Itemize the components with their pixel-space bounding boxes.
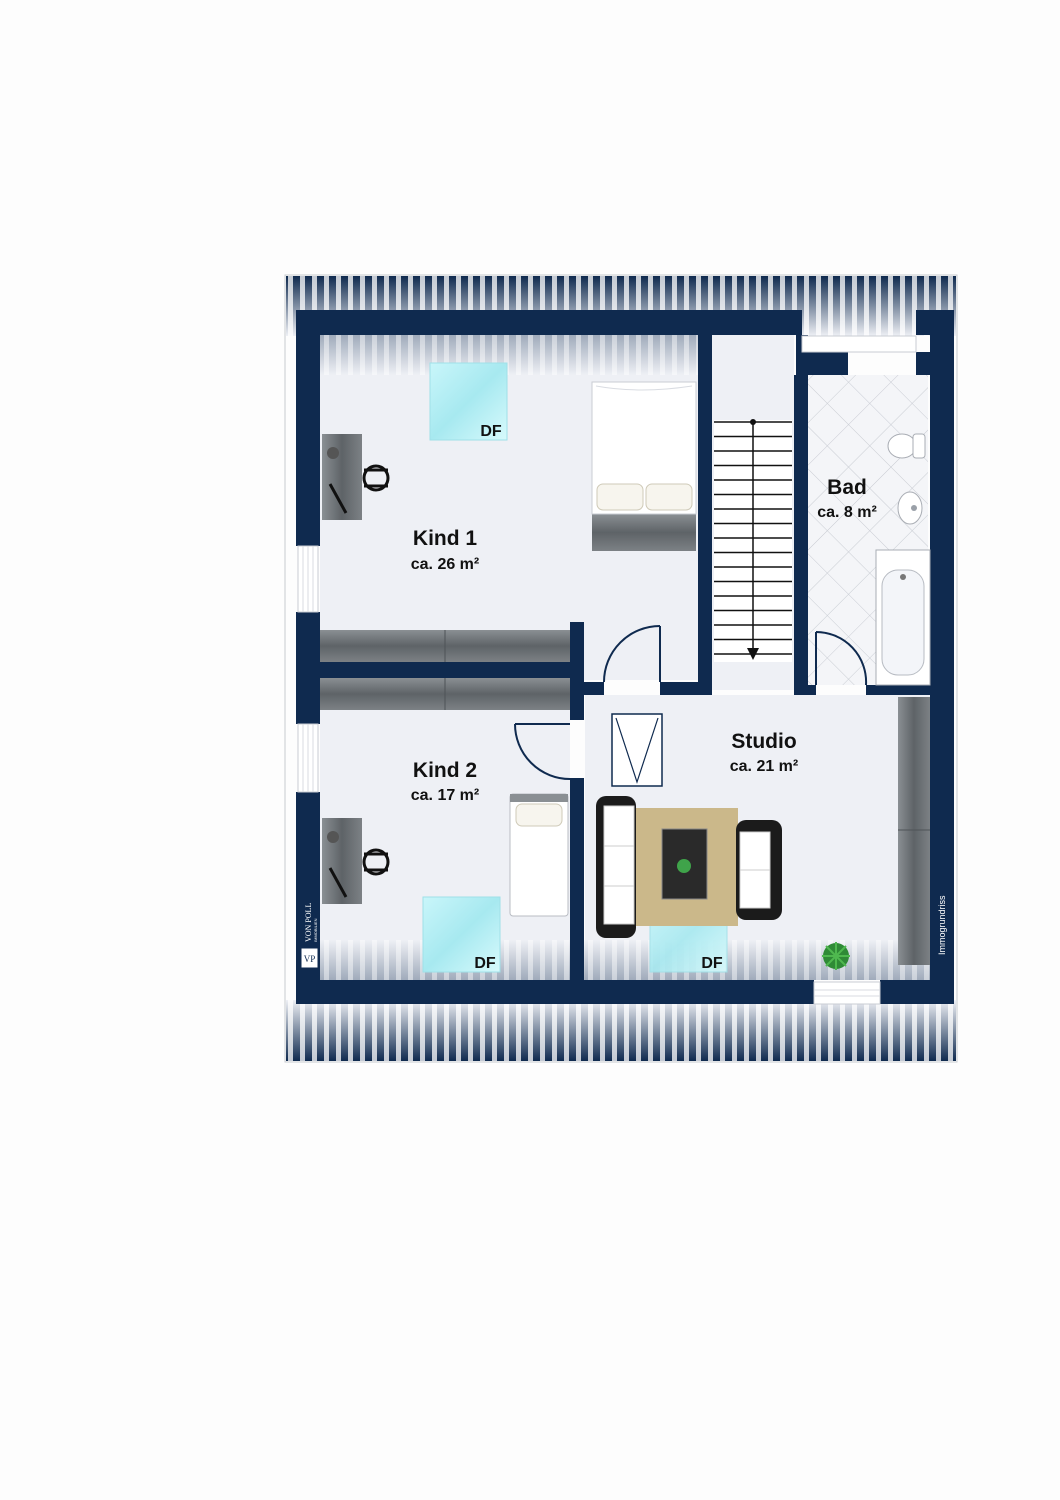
room-area-studio: ca. 21 m² <box>730 758 798 775</box>
skylight-kind-1 <box>429 362 508 441</box>
room-area-kind-1: ca. 26 m² <box>411 556 479 573</box>
room-name-kind-1: Kind 1 <box>413 527 477 550</box>
wall-kind-1-kind-2 <box>320 662 570 680</box>
single-bed <box>509 793 569 917</box>
logo: VP VON POLL IMMOBILIEN <box>300 903 319 969</box>
room-name-bad: Bad <box>827 476 867 499</box>
door-bad <box>815 630 868 686</box>
credit-label: Immogrundriss <box>937 895 947 955</box>
desk-kind-1 <box>322 434 390 520</box>
wardrobe-kind-1 <box>320 630 570 662</box>
room-area-kind-2: ca. 17 m² <box>411 787 479 804</box>
bathtub <box>875 549 931 686</box>
room-area-bad: ca. 8 m² <box>817 504 877 521</box>
room-name-studio: Studio <box>731 730 796 753</box>
skylight-label-kind-2: DF <box>474 955 496 972</box>
double-bed <box>591 381 697 551</box>
plan-frame <box>284 274 958 1063</box>
staircase <box>714 419 792 662</box>
window-studio <box>813 981 881 1005</box>
window-left-2-lines <box>302 724 314 792</box>
coffee-table <box>661 828 708 900</box>
cabinet-studio <box>611 713 663 787</box>
slope-stripes-top <box>320 335 698 375</box>
skylight-kind-2 <box>422 896 501 973</box>
room-name-kind-2: Kind 2 <box>413 759 477 782</box>
sink <box>897 491 923 525</box>
walls <box>296 310 954 1004</box>
desk-kind-2 <box>322 818 390 904</box>
window-studio-lines <box>814 989 880 997</box>
logo-name: VON POLL <box>304 903 313 942</box>
window-bad <box>801 335 917 353</box>
plant <box>822 942 850 970</box>
window-left-1-lines <box>302 546 314 612</box>
logo-monogram: VP <box>304 954 316 964</box>
wardrobe-studio <box>898 697 930 965</box>
logo-subtitle: IMMOBILIEN <box>313 918 318 942</box>
skylight-label-studio: DF <box>701 955 723 972</box>
sofa-left <box>596 796 636 938</box>
door-kind-1 <box>603 625 661 683</box>
skylight-label-kind-1: DF <box>480 423 502 440</box>
door-kind-2 <box>514 723 571 780</box>
armchair-right <box>736 820 782 920</box>
roof-slope-bottom <box>286 1000 956 1061</box>
wardrobe-kind-2 <box>320 678 570 710</box>
toilet <box>887 433 926 459</box>
